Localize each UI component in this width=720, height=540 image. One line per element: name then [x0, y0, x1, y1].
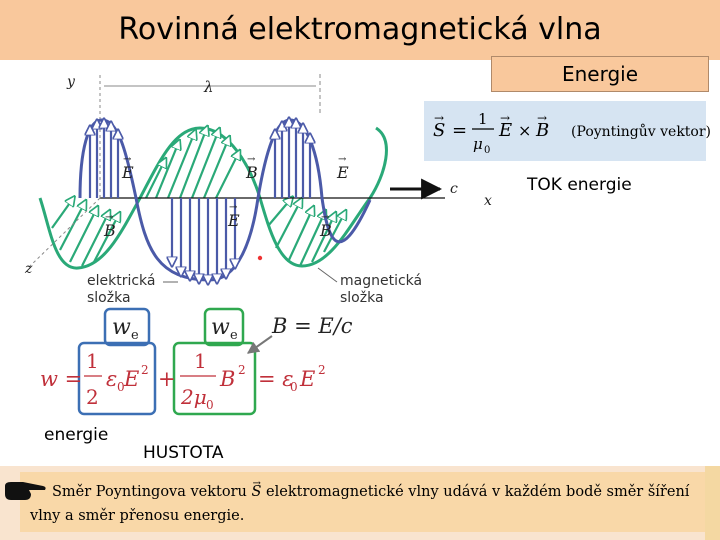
poynting-b-arrow-icon: →: [537, 111, 547, 125]
svg-text:2μ: 2μ: [180, 385, 207, 409]
poynting-formula: S → = 1 μ 0 E → × B → (Poyntingův vektor…: [433, 110, 711, 156]
poynting-den-sub: 0: [484, 145, 490, 156]
svg-text:0: 0: [206, 398, 214, 412]
note-s-vector: →S: [251, 478, 262, 500]
speed-label: c: [450, 181, 458, 197]
svg-text:→: →: [247, 154, 256, 165]
we-box-green: [203, 307, 245, 347]
poynting-num: 1: [478, 110, 488, 128]
svg-text:E: E: [299, 367, 315, 391]
b-label-top: B: [245, 163, 258, 182]
poynting-b: B: [535, 120, 549, 141]
svg-text:e: e: [131, 328, 139, 343]
svg-text:= ε: = ε: [258, 367, 294, 391]
svg-text:→: →: [229, 202, 238, 213]
axis-y-label: y: [66, 74, 76, 90]
page-title: Rovinná elektromagnetická vlna: [118, 12, 602, 47]
electric-component-label-1: elektrická: [87, 273, 156, 289]
svg-text:E: E: [123, 367, 139, 391]
e-label-1: E: [121, 163, 134, 182]
poynting-den: μ: [473, 135, 483, 153]
svg-text:1: 1: [86, 349, 99, 373]
magnetic-component-label-1: magnetická: [340, 273, 422, 289]
note-right-edge: [705, 466, 720, 540]
energie-label: Energie: [561, 62, 639, 86]
svg-text:w =: w =: [40, 367, 82, 391]
svg-text:w: w: [211, 315, 230, 340]
magnetic-wave: [38, 128, 388, 270]
poynting-e-arrow-icon: →: [500, 111, 510, 125]
svg-text:2: 2: [141, 363, 149, 377]
svg-text:0: 0: [117, 380, 125, 394]
note-line2: vlny a směr přenosu energie.: [30, 508, 245, 524]
tok-energie-label: TOK energie: [527, 175, 632, 195]
hustota-label: HUSTOTA: [143, 443, 224, 463]
energy-density-formula: w e w e B = E/c w = 1 2 ε 0 E 2 + 1 2μ 0…: [40, 314, 353, 412]
svg-text:2: 2: [238, 363, 246, 377]
magnetic-component-label-2: složka: [340, 290, 384, 306]
poynting-e: E: [498, 120, 512, 141]
svg-text:B: B: [219, 367, 235, 391]
note-line1-post: elektromagnetické vlny udává v každém bo…: [266, 484, 690, 500]
energie-label-bottom: energie: [44, 425, 109, 445]
svg-text:→: →: [105, 212, 114, 223]
note-line1-pre: Směr Poyntingova vektoru: [52, 484, 247, 500]
poynting-times: ×: [518, 121, 531, 140]
svg-text:B = E/c: B = E/c: [271, 314, 353, 338]
pointing-hand-icon: [5, 482, 46, 500]
svg-text:ε: ε: [106, 367, 117, 391]
e-label-3: E: [336, 163, 349, 182]
svg-text:2: 2: [318, 363, 326, 377]
poynting-eq: =: [452, 120, 467, 141]
poynting-formula-box: [424, 101, 706, 161]
axis-x-label: x: [484, 193, 492, 209]
svg-text:0: 0: [290, 380, 298, 394]
note-text: Směr Poyntingova vektoru →S elektromagne…: [30, 478, 705, 528]
e-label-2: E: [227, 211, 240, 230]
svg-text:+: +: [158, 367, 176, 391]
wavelength-label: λ: [203, 78, 214, 96]
poynting-s: S: [433, 120, 445, 141]
svg-text:→: →: [321, 212, 330, 223]
magnetic-energy-box: [172, 341, 257, 416]
electric-energy-box: [77, 341, 157, 416]
b-label-3: B: [319, 221, 332, 240]
svg-text:1: 1: [194, 349, 207, 373]
poynting-s-arrow-icon: →: [434, 111, 444, 125]
svg-text:2: 2: [86, 385, 99, 409]
we-box-blue: [103, 307, 151, 347]
poynting-name: (Poyntingův vektor): [571, 123, 711, 140]
svg-text:→: →: [338, 154, 347, 165]
energie-box: [491, 56, 709, 92]
title-bar: [0, 0, 720, 60]
axis-z-label: z: [24, 261, 33, 277]
note-box: [20, 472, 708, 532]
svg-text:w: w: [112, 315, 131, 340]
electric-wave: [78, 120, 372, 280]
electric-component-label-2: složka: [87, 290, 131, 306]
axes: [27, 74, 445, 269]
b-label-1: B: [103, 221, 116, 240]
svg-text:e: e: [230, 328, 238, 343]
svg-text:→: →: [123, 154, 132, 165]
